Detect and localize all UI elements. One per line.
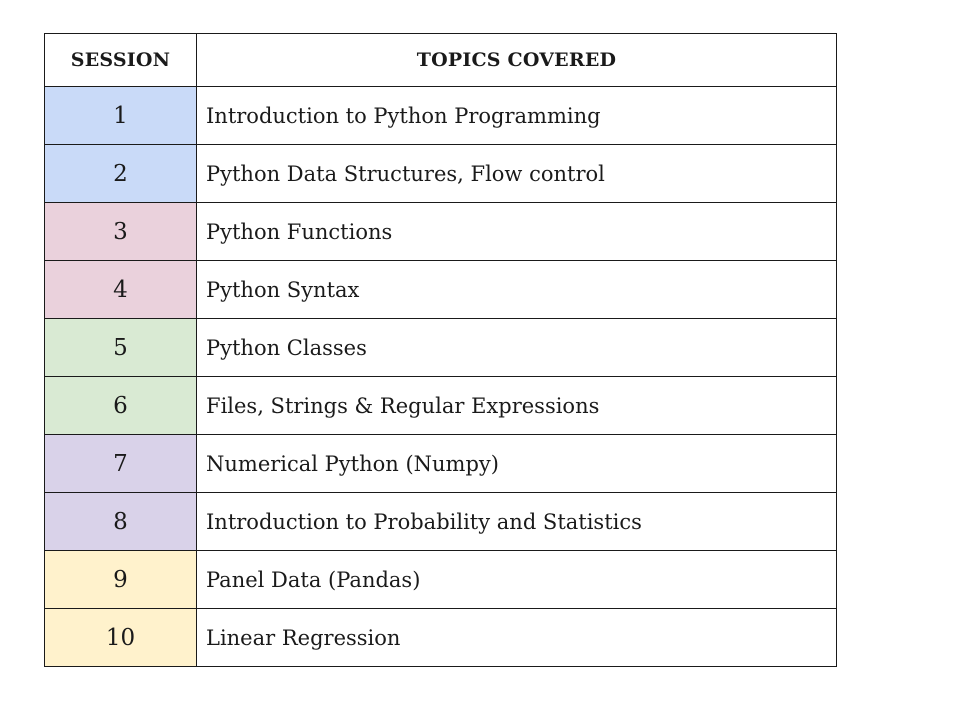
session-number-cell: 8 bbox=[44, 492, 197, 551]
session-number-cell: 1 bbox=[44, 86, 197, 145]
session-number-cell: 2 bbox=[44, 144, 197, 203]
session-number-cell: 10 bbox=[44, 608, 197, 667]
session-number-cell: 5 bbox=[44, 318, 197, 377]
session-number-cell: 4 bbox=[44, 260, 197, 319]
topic-cell: Python Functions bbox=[196, 202, 837, 261]
topic-cell: Introduction to Python Programming bbox=[196, 86, 837, 145]
table-header: SESSION TOPICS COVERED bbox=[44, 33, 837, 87]
session-number-cell: 7 bbox=[44, 434, 197, 493]
topic-cell: Python Syntax bbox=[196, 260, 837, 319]
topic-cell: Files, Strings & Regular Expressions bbox=[196, 376, 837, 435]
header-row: SESSION TOPICS COVERED bbox=[44, 33, 837, 87]
topic-cell: Panel Data (Pandas) bbox=[196, 550, 837, 609]
topic-cell: Introduction to Probability and Statisti… bbox=[196, 492, 837, 551]
topic-cell: Numerical Python (Numpy) bbox=[196, 434, 837, 493]
topic-cell: Python Classes bbox=[196, 318, 837, 377]
session-number-cell: 9 bbox=[44, 550, 197, 609]
topics-column-header: TOPICS COVERED bbox=[196, 33, 837, 87]
topic-cell: Linear Regression bbox=[196, 608, 837, 667]
session-number-cell: 6 bbox=[44, 376, 197, 435]
topic-cell: Python Data Structures, Flow control bbox=[196, 144, 837, 203]
session-column-header: SESSION bbox=[44, 33, 197, 87]
session-number-cell: 3 bbox=[44, 202, 197, 261]
